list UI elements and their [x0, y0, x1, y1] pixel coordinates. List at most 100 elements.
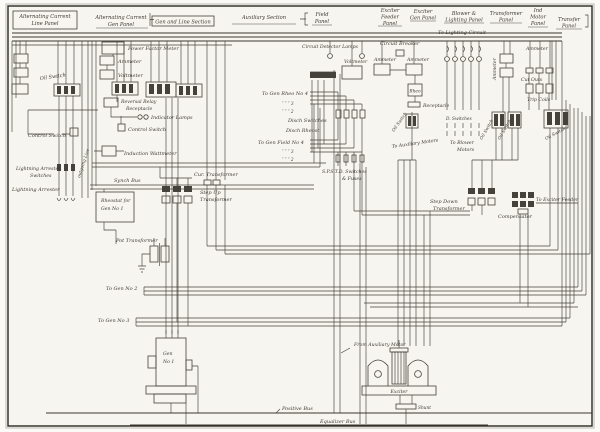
meter-box: [13, 67, 29, 78]
gen-no1-label: No 1: [162, 359, 174, 365]
blower-lighting-section: To Lighting Circuit D. Switches To Blowe…: [438, 30, 487, 153]
switch-pole: [122, 84, 126, 93]
to-gen-3-label: To Gen No 3: [98, 318, 129, 324]
ammeter-label: Ammeter: [406, 57, 430, 63]
oil-switch-label: Oil Switch: [39, 72, 66, 82]
transformer-cell: [173, 186, 181, 192]
to-gen-field-label: To Gen Field No 4: [258, 140, 304, 146]
to-exciter-feeder-label: To Exciter Feeder: [536, 197, 579, 203]
motor-panel-wires: [471, 41, 591, 326]
control-switch-label: Control Switch: [28, 133, 66, 139]
equalizer-bus-label: Equalizer Bus: [319, 419, 356, 425]
rheo-box: [407, 83, 423, 97]
switch-pole: [57, 86, 61, 94]
transformer-cell: [487, 197, 496, 206]
circuit-breaker-symbol: [395, 49, 405, 57]
panel-label: Lighting Panel: [444, 18, 483, 24]
relay-box: [103, 97, 119, 108]
rheostat-label: Gen No 1: [101, 206, 123, 212]
pot-transformer-coil: [160, 245, 170, 263]
step-up-label: Transformer: [200, 197, 232, 203]
trip-coil: [535, 83, 544, 94]
synch-bus-label: Synch Bus: [114, 178, 141, 184]
compensator-cell: [512, 201, 518, 207]
arrester-switches-label: Switches: [30, 173, 52, 179]
compensator-cell: [520, 201, 526, 207]
panel-label: Field: [314, 12, 329, 18]
trip-coil: [525, 83, 534, 94]
panel-label: Panel: [314, 19, 330, 25]
oil-switch-bank: [111, 81, 139, 96]
transformer-cell: [161, 195, 171, 204]
panel-label: Exciter: [380, 8, 400, 14]
receptacle-symbol: [407, 101, 421, 108]
panel-label: Ind: [533, 8, 543, 14]
voltmeter-label: Voltmeter: [344, 59, 368, 65]
exciter-unit: From Auxiliary Motor Exciter Shunt: [340, 340, 437, 424]
feeder-runs: [136, 210, 590, 327]
power-factor-meter-label: Power Factor Meter: [127, 46, 179, 52]
ditto-row: ″ ″ ″ 3: [282, 150, 294, 155]
oil-switch-bank: [53, 83, 81, 97]
exciter-commutator-hatch: [394, 340, 405, 384]
panel-label: Gen Panel: [108, 22, 135, 28]
line-panel-wires: [11, 41, 98, 201]
field-section-wires: [310, 41, 431, 424]
cut-out: [535, 67, 544, 74]
switch-pole: [494, 114, 498, 126]
transformer-cell: [468, 188, 475, 194]
oil-switch-bank: [405, 113, 419, 129]
ditto-row: ″ ″ ″ 2: [282, 158, 294, 163]
compensator-cell: [528, 192, 534, 198]
voltmeter-box: [341, 65, 363, 80]
spst-switches-label: S.P.S.T.D. Switches: [322, 169, 367, 175]
switch-pole: [71, 86, 75, 94]
compensator-cell: [512, 192, 518, 198]
panel-label: Panel: [498, 18, 514, 24]
ammeter-label: Ammeter: [373, 57, 397, 63]
meter-box: [11, 83, 29, 95]
cur-transformer-label: Cur. Transformer: [194, 172, 239, 178]
oil-switch-bank: [175, 83, 203, 98]
oil-switch-bank: [507, 111, 522, 129]
receptacle-bank: [310, 72, 336, 78]
fuse: [343, 154, 349, 163]
ammeter-label: Ammeter: [525, 46, 549, 52]
switch-pole: [500, 114, 504, 126]
disch-switch: [335, 109, 342, 119]
transformer-cell: [477, 197, 486, 206]
to-blower-label: To Blower: [450, 140, 475, 146]
arrester-switches-label: Lightning Arrester: [15, 166, 61, 172]
shunt-symbol: [395, 403, 417, 410]
disch-switches-label: Disch Switches: [287, 118, 327, 124]
diagram-border: [7, 5, 593, 427]
compensator-symbol: [512, 192, 534, 215]
ac-line-panel-box: [12, 10, 78, 30]
voltmeter-box: [99, 69, 115, 80]
ammeter-box: [373, 63, 391, 76]
exciter-bearing: [374, 370, 382, 378]
rheostat-box: [95, 191, 135, 223]
switch-pole: [179, 86, 183, 95]
transformer-cell: [172, 195, 182, 204]
exciter-base: [361, 385, 437, 396]
switch-pole: [547, 112, 552, 125]
panel-label: Transformer: [490, 11, 523, 17]
step-down-label: Transformer: [433, 206, 465, 212]
panel-label: Gen Panel: [410, 16, 437, 22]
step-up-label: Step Up: [200, 190, 221, 196]
switch-pole: [149, 84, 154, 94]
cut-out: [545, 67, 554, 74]
fuse: [359, 154, 365, 163]
switch-pole: [115, 84, 119, 93]
receptacle-label: Receptacle: [125, 106, 153, 112]
panel-underlines: [96, 20, 582, 30]
panel-header-marks: [12, 10, 589, 30]
current-transformer: [212, 179, 221, 186]
line-panel-section: Oil Switch Control Switch Lightning Arre…: [11, 41, 98, 201]
switch-pole: [408, 116, 411, 126]
gen-line-section-box: [151, 15, 215, 27]
lightning-arrester-label: Lightning Arrester: [11, 187, 60, 193]
